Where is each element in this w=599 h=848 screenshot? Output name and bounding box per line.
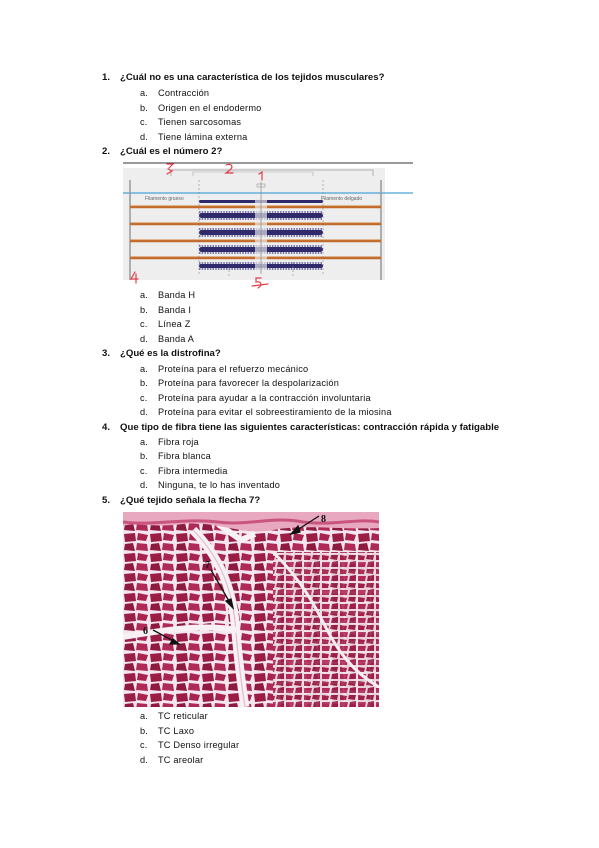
- question-2-option-b[interactable]: b.Banda I: [140, 305, 192, 315]
- arrow-7-label: 7: [205, 560, 210, 571]
- question-3-option-b[interactable]: b.Proteína para favorecer la despolariza…: [140, 378, 340, 388]
- question-text: ¿Cuál no es una característica de los te…: [120, 72, 385, 83]
- question-1-title: 1. ¿Cuál no es una característica de los …: [102, 72, 384, 83]
- question-3-option-a[interactable]: a.Proteína para el refuerzo mecánico: [140, 364, 309, 374]
- thin-filament-label: Filamento delgado: [321, 196, 362, 202]
- sarcomere-svg: Filamento grueso Filamento delgado: [123, 162, 413, 289]
- question-3-option-d[interactable]: d.Proteína para evitar el sobreestiramie…: [140, 407, 392, 417]
- arrow-6-label: 6: [143, 626, 148, 637]
- question-4-option-b[interactable]: b.Fibra blanca: [140, 451, 211, 461]
- question-4-option-c[interactable]: c.Fibra intermedia: [140, 466, 228, 476]
- histology-micrograph: 8 7 6: [123, 512, 379, 707]
- question-4-option-a[interactable]: a.Fibra roja: [140, 437, 199, 447]
- thick-filament-label: Filamento grueso: [145, 196, 184, 202]
- question-4-option-d[interactable]: d.Ninguna, te lo has inventado: [140, 480, 281, 490]
- histology-svg: 8 7 6: [123, 512, 379, 707]
- question-5-title: 5.¿Qué tejido señala la flecha 7?: [102, 495, 261, 506]
- sarcomere-diagram: Filamento grueso Filamento delgado: [123, 162, 413, 290]
- question-number: 1.: [102, 72, 111, 83]
- question-4-title: 4.Que tipo de fibra tiene las siguientes…: [102, 422, 500, 433]
- question-2-option-a[interactable]: a.Banda H: [140, 290, 196, 300]
- question-1-option-c[interactable]: c.Tienen sarcosomas: [140, 117, 242, 127]
- question-1-option-d[interactable]: d.Tiene lámina externa: [140, 132, 248, 142]
- question-3-title: 3.¿Qué es la distrofina?: [102, 348, 221, 359]
- question-3-option-c[interactable]: c.Proteína para ayudar a la contracción …: [140, 393, 371, 403]
- question-5-option-b[interactable]: b.TC Laxo: [140, 726, 195, 736]
- question-5-option-a[interactable]: a.TC reticular: [140, 711, 208, 721]
- question-1-option-a[interactable]: a.Contracción: [140, 88, 210, 98]
- question-2-option-c[interactable]: c.Línea Z: [140, 319, 191, 329]
- question-1-option-b[interactable]: b.Origen en el endodermo: [140, 103, 262, 113]
- arrow-8-label: 8: [321, 514, 326, 525]
- question-5-option-c[interactable]: c.TC Denso irregular: [140, 740, 240, 750]
- question-5-option-d[interactable]: d.TC areolar: [140, 755, 204, 765]
- question-2-title: 2.¿Cuál es el número 2?: [102, 146, 223, 157]
- question-2-option-d[interactable]: d.Banda A: [140, 334, 195, 344]
